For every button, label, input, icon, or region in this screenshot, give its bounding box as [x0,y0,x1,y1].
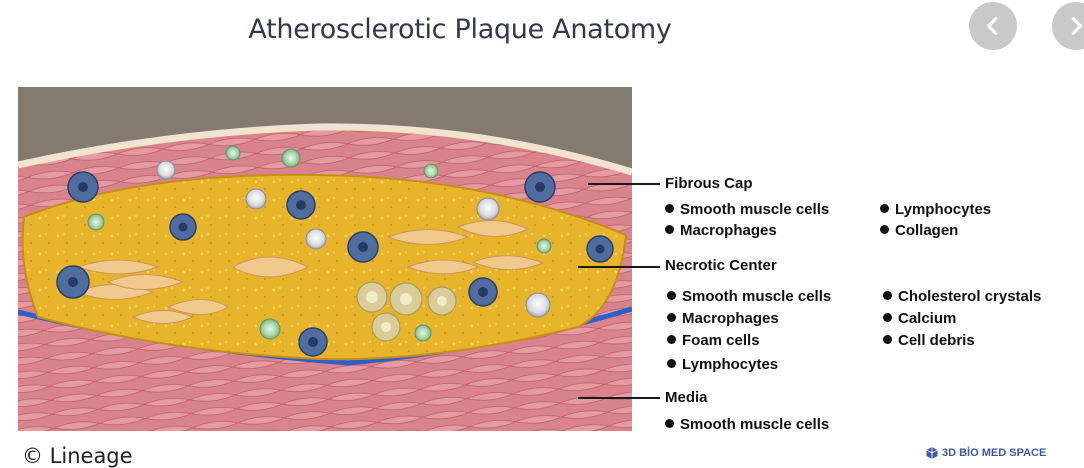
brand-name: 3D BİO MED SPACE [942,447,1047,459]
necrotic-center-leader [578,266,660,268]
fibrous-cap-item: Collagen [880,222,958,239]
fibrous-cap-item: Lymphocytes [880,201,991,218]
necrotic-center-heading: Necrotic Center [665,257,777,274]
necrotic-center-item: Macrophages [667,310,779,327]
brand-logo: 3D BİO MED SPACE [926,447,1046,459]
previous-button[interactable] [969,2,1017,50]
necrotic-center-item: Cell debris [883,332,975,349]
necrotic-center-item: Lymphocytes [667,356,778,373]
fibrous-cap-item: Smooth muscle cells [665,201,829,218]
necrotic-center-item: Smooth muscle cells [667,288,831,305]
necrotic-center-item: Foam cells [667,332,760,349]
media-leader [578,397,660,399]
copyright-text: © Lineage [22,444,133,468]
fibrous-cap-heading: Fibrous Cap [665,175,753,192]
cube-icon [926,447,938,459]
necrotic-center-item: Cholesterol crystals [883,288,1041,305]
media-heading: Media [665,389,708,406]
plaque-illustration [18,87,632,431]
chevron-right-icon [1071,17,1083,35]
next-button[interactable] [1052,2,1084,50]
fibrous-cap-leader [588,183,660,185]
necrotic-center-item: Calcium [883,310,956,327]
fibrous-cap-item: Macrophages [665,222,777,239]
media-item: Smooth muscle cells [665,416,829,433]
page-title: Atherosclerotic Plaque Anatomy [248,14,672,45]
chevron-left-icon [986,17,998,35]
